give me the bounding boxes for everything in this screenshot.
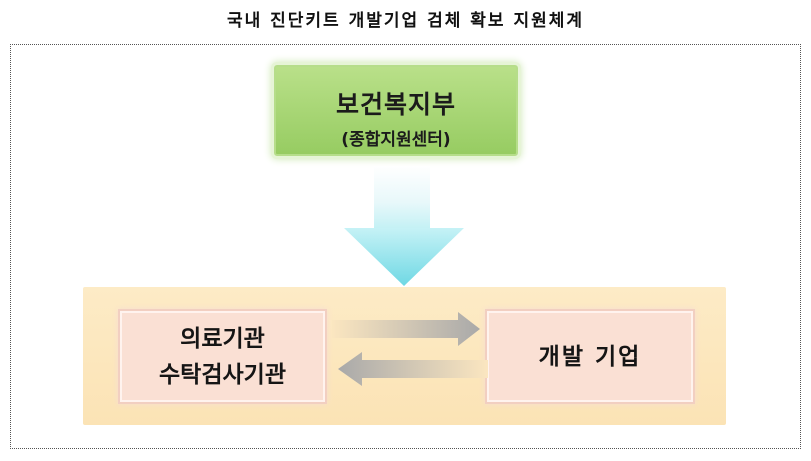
ministry-title: 보건복지부 (335, 90, 456, 119)
arrow-to-developer (332, 312, 480, 346)
ministry-subtitle: (종합지원센터) (341, 130, 451, 150)
down-arrow-shaft (374, 166, 430, 232)
contract-lab-label: 수탁검사기관 (159, 361, 286, 388)
medical-institution-box: 의료기관 수탁검사기관 (120, 311, 325, 402)
ministry-box: 보건복지부 (종합지원센터) (274, 65, 518, 156)
down-arrow (344, 166, 464, 286)
arrow-to-medical (338, 352, 488, 386)
exchange-arrows (332, 312, 488, 386)
medical-institution-label: 의료기관 (180, 325, 265, 352)
developer-company-box: 개발 기업 (487, 311, 693, 402)
diagram-frame (10, 44, 801, 449)
down-arrow-head (344, 228, 464, 286)
diagram-title: 국내 진단키트 개발기업 검체 확보 지원체계 (226, 11, 585, 31)
developer-company-label: 개발 기업 (538, 343, 642, 370)
